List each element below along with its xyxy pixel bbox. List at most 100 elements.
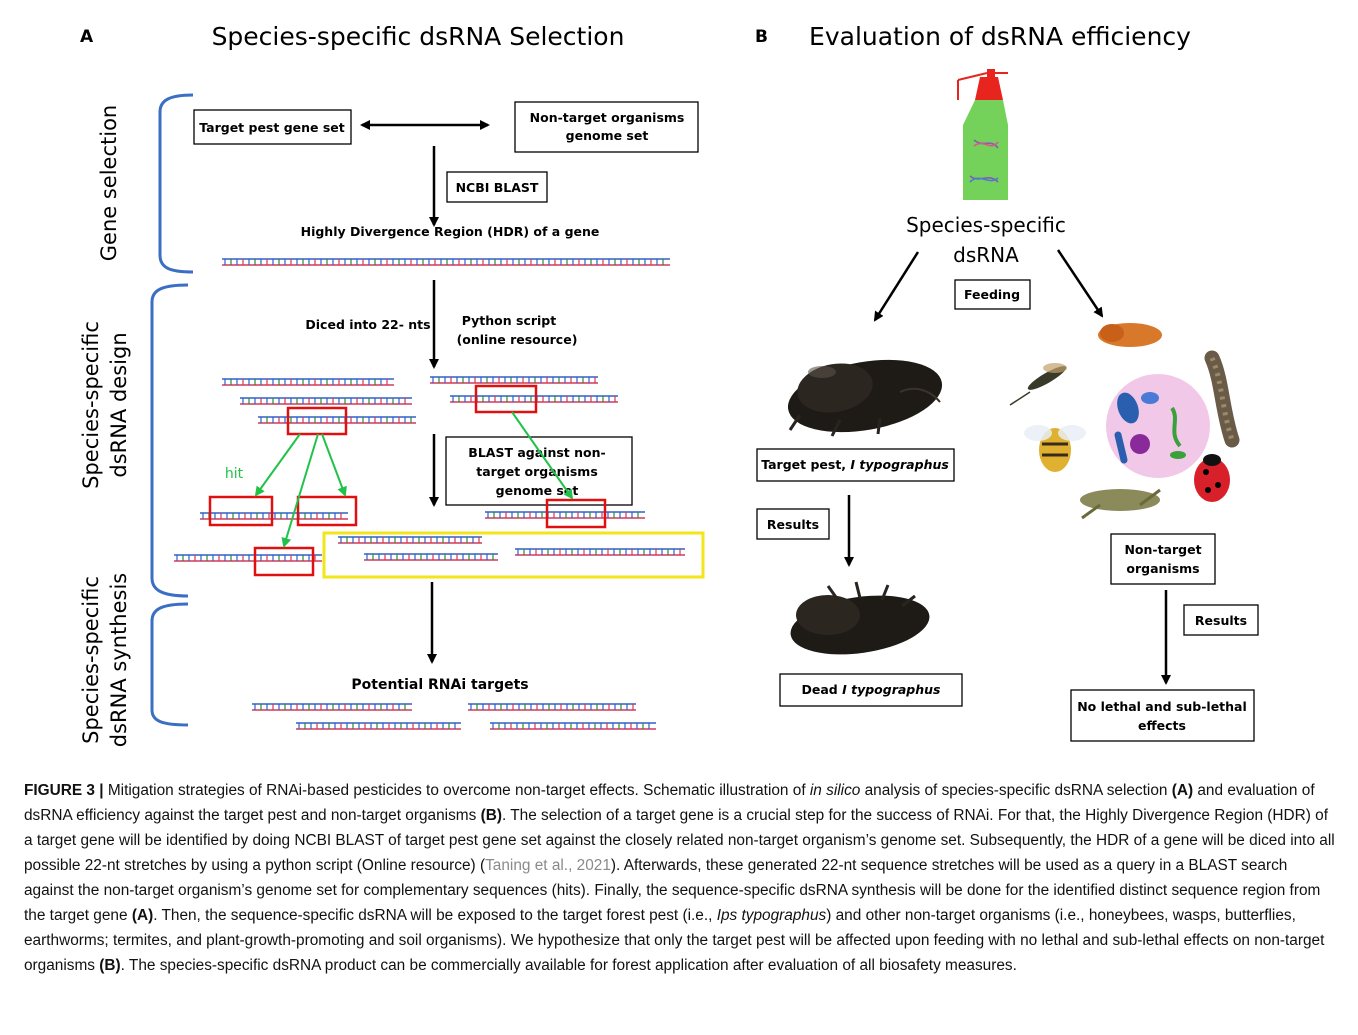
ncbi-blast-label: NCBI BLAST xyxy=(456,180,539,195)
panel-b-letter: B xyxy=(755,27,768,47)
hit-arrow xyxy=(281,433,319,548)
hit-arrow xyxy=(254,433,301,497)
nontarget-line2: organisms xyxy=(1126,561,1199,576)
caption-text: ) and other non-target organisms (i.e., … xyxy=(24,907,1325,974)
blast-line3: genome set xyxy=(496,483,579,498)
results-label-right: Results xyxy=(1195,613,1247,628)
honeybee-icon xyxy=(1024,425,1086,472)
nontarget-genome-line1: Non-target organisms xyxy=(530,110,685,125)
hit-highlight-box xyxy=(253,546,315,577)
distinct-region-highlight xyxy=(322,531,705,579)
distinct-strand xyxy=(338,536,482,544)
blast-line1: BLAST against non- xyxy=(468,445,605,460)
figure-caption: FIGURE 3 | Mitigation strategies of RNAi… xyxy=(24,778,1340,978)
diced-strand xyxy=(430,376,598,384)
caption-text: Mitigation strategies of RNAi-based pest… xyxy=(103,782,810,799)
panel-a: A Species-specific dsRNA Selection Gene … xyxy=(79,22,705,747)
arrow-to-nontarget xyxy=(1056,249,1104,318)
caption-italic: in silico xyxy=(809,782,861,799)
dead-pest-box xyxy=(779,673,963,707)
grasshopper-icon xyxy=(1080,488,1161,520)
dead-beetle-icon xyxy=(790,581,930,655)
panel-a-letter: A xyxy=(80,27,94,47)
panel-a-title: Species-specific dsRNA Selection xyxy=(212,22,625,51)
target-pest-species: I typographus xyxy=(850,457,948,472)
diced-label: Diced into 22- nts xyxy=(305,317,430,332)
nontarget-line1: Non-target xyxy=(1124,542,1201,557)
no-lethal-line2: effects xyxy=(1138,718,1186,733)
synthesis-label-line1: Species-specific xyxy=(79,576,103,744)
wasp-icon xyxy=(1009,363,1067,406)
diced-strand xyxy=(485,511,645,519)
synthesis-label-line2: dsRNA synthesis xyxy=(107,573,131,747)
target-strand xyxy=(468,703,636,711)
distinct-strand xyxy=(364,553,498,561)
virus-icon xyxy=(1130,434,1150,454)
dsrna-line2: dsRNA xyxy=(953,243,1019,267)
figure-3-schematic: A Species-specific dsRNA Selection Gene … xyxy=(79,22,1259,747)
caption-text: . Then, the sequence-specific dsRNA will… xyxy=(153,907,717,924)
target-pest-prefix: Target pest, xyxy=(761,457,850,472)
blast-line2: target organisms xyxy=(476,464,598,479)
caption-panel-ref: (A) xyxy=(131,907,154,924)
caption-citation-link[interactable]: Taning et al., 2021 xyxy=(485,857,611,874)
caption-text: . The species-specific dsRNA product can… xyxy=(120,957,1017,974)
hdr-dsrna-strand xyxy=(222,258,670,266)
results-label-left: Results xyxy=(767,517,819,532)
target-strand xyxy=(490,722,656,730)
query-highlight-box xyxy=(474,384,538,414)
gene-selection-label: Gene selection xyxy=(97,105,121,262)
python-line1: Python script xyxy=(462,313,557,328)
no-lethal-line1: No lethal and sub-lethal xyxy=(1077,699,1247,714)
potential-targets-label: Potential RNAi targets xyxy=(351,677,528,693)
feeding-box xyxy=(954,279,1031,310)
caterpillar-icon xyxy=(1204,350,1240,448)
diced-strand xyxy=(200,512,348,520)
arrow-to-target-pest xyxy=(873,251,920,322)
diced-strand xyxy=(258,416,416,424)
diced-strand xyxy=(174,554,322,562)
panel-b-title: Evaluation of dsRNA efficiency xyxy=(809,22,1191,51)
nontarget-organisms-illustration xyxy=(1009,323,1240,520)
results-box-left xyxy=(756,508,830,540)
caption-panel-ref: (A) xyxy=(1171,782,1194,799)
caption-panel-ref: (B) xyxy=(99,957,121,974)
target-strand xyxy=(252,703,412,711)
hit-label: hit xyxy=(225,466,244,482)
termite-icon xyxy=(1098,323,1162,347)
hit-highlight-box xyxy=(296,495,358,527)
target-strand xyxy=(296,722,461,730)
nontarget-genome-line2: genome set xyxy=(566,128,649,143)
hdr-label: Highly Divergence Region (HDR) of a gene xyxy=(301,224,600,239)
results-box-right xyxy=(1183,604,1259,636)
target-pest-label: Target pest, I typographus xyxy=(761,457,949,472)
brace-dsrna-design xyxy=(150,283,189,598)
spray-bottle-icon xyxy=(957,69,1008,200)
feeding-label: Feeding xyxy=(964,287,1020,302)
caption-text: . The selection of a target gene is a cr… xyxy=(24,807,1335,874)
caption-label: FIGURE 3 | xyxy=(24,782,104,799)
caption-text: analysis of species-specific dsRNA selec… xyxy=(860,782,1172,799)
design-label-line2: dsRNA design xyxy=(107,332,131,477)
python-line2: (online resource) xyxy=(457,332,578,347)
hit-arrow xyxy=(511,411,574,500)
caption-panel-ref: (B) xyxy=(480,807,502,824)
bacteria-icon xyxy=(1117,392,1139,424)
dsrna-line1: Species-specific xyxy=(906,213,1066,237)
bark-beetle-icon xyxy=(787,359,943,437)
no-lethal-box xyxy=(1070,689,1255,742)
dead-species: I typographus xyxy=(842,682,940,697)
nontarget-organisms-box xyxy=(1110,533,1216,585)
distinct-strand xyxy=(515,548,685,556)
dead-prefix: Dead xyxy=(802,682,843,697)
target-pest-box xyxy=(756,448,955,482)
brace-dsrna-synthesis xyxy=(150,602,189,727)
caption-text: ). Afterwards, these generated 22-nt seq… xyxy=(24,857,1321,924)
target-gene-set-box xyxy=(193,109,352,145)
hit-highlight-box xyxy=(545,498,607,529)
nontarget-genome-box xyxy=(514,101,699,153)
panel-b: B Evaluation of dsRNA efficiency Species… xyxy=(755,22,1259,742)
caption-text: and evaluation of dsRNA efficiency again… xyxy=(24,782,1315,824)
diced-strand xyxy=(240,397,412,405)
caption-species: Ips typographus xyxy=(716,907,827,924)
